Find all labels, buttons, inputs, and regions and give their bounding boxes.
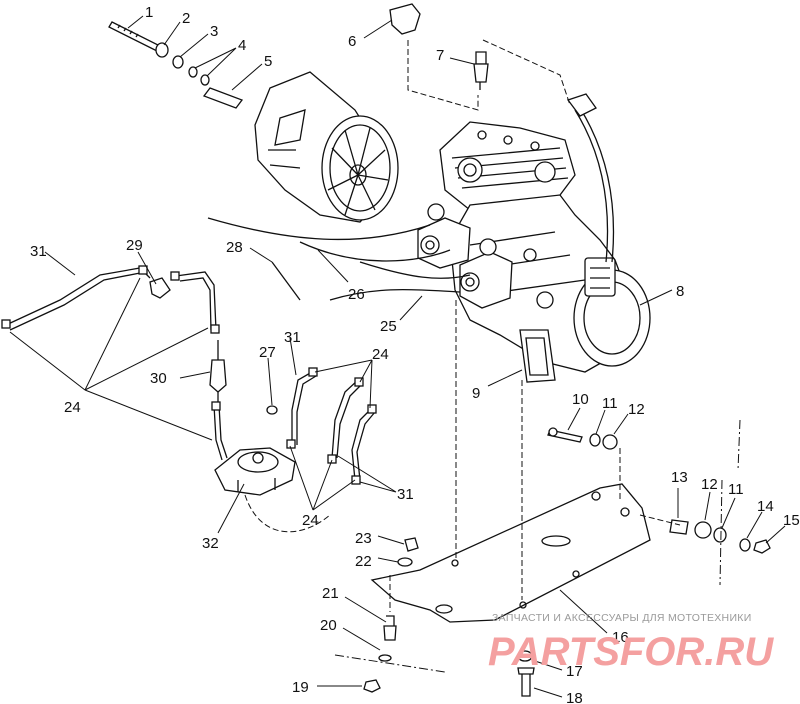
exhaust-flange [519, 329, 556, 383]
callout-2: 2 [182, 10, 190, 27]
callout-10: 10 [572, 391, 589, 408]
callout-3: 3 [210, 23, 218, 40]
cable-rod [271, 261, 301, 301]
callout-5: 5 [264, 53, 272, 70]
callout-30: 30 [150, 370, 167, 387]
callout-24-left: 24 [64, 399, 81, 416]
callout-17: 17 [566, 663, 583, 680]
leader-lines [9, 15, 786, 698]
callout-29: 29 [126, 237, 143, 254]
fuel-filter [209, 340, 227, 405]
callout-8: 8 [676, 283, 684, 300]
callout-18: 18 [566, 690, 583, 704]
callout-14: 14 [757, 498, 774, 515]
callout-12-lower: 12 [701, 476, 718, 493]
callout-19: 19 [292, 679, 309, 696]
clutch-bolt-hardware [108, 21, 244, 109]
callout-11-upper: 11 [602, 395, 618, 412]
drive-clutch [254, 71, 399, 223]
callout-24-lower: 24 [302, 512, 319, 529]
callout-16: 16 [612, 629, 629, 646]
callout-20: 20 [320, 617, 337, 634]
alignment-lines [244, 39, 741, 673]
callout-25: 25 [380, 318, 397, 335]
throttle-cables [207, 217, 471, 301]
lower-fasteners [363, 537, 535, 697]
callout-27: 27 [259, 344, 276, 361]
mount-hardware-right [547, 427, 618, 450]
skid-plate [370, 483, 651, 623]
callout-1: 1 [145, 4, 153, 21]
callout-21: 21 [322, 585, 339, 602]
callout-28: 28 [226, 239, 243, 256]
callout-15: 15 [783, 512, 800, 529]
plug-cap-and-spark-plug [389, 3, 597, 117]
fuel-lines [1, 265, 377, 485]
callout-26: 26 [348, 286, 365, 303]
callout-31-middle: 31 [284, 329, 301, 346]
engine-assembly [439, 107, 651, 373]
callout-7: 7 [436, 47, 444, 64]
watermark: ЗАПЧАСТИ И АКСЕССУАРЫ ДЛЯ МОТОТЕХНИКИ PA… [488, 612, 774, 674]
callout-12-upper: 12 [628, 401, 645, 418]
callout-22: 22 [355, 553, 372, 570]
callout-32: 32 [202, 535, 219, 552]
callout-labels: 1 2 3 4 5 6 7 8 9 10 11 12 13 12 11 14 1… [30, 4, 800, 704]
fuel-tee [149, 277, 171, 299]
watermark-logo: PARTSFOR.RU [488, 630, 774, 674]
callout-31-left: 31 [30, 243, 47, 260]
fuel-pump [214, 447, 296, 496]
mount-hardware-far-right [669, 519, 771, 554]
callout-23: 23 [355, 530, 372, 547]
callout-11-lower: 11 [728, 481, 744, 498]
callout-9: 9 [472, 385, 480, 402]
callout-13: 13 [671, 469, 688, 486]
callout-31-right: 31 [397, 486, 414, 503]
callout-6: 6 [348, 33, 356, 50]
callout-4: 4 [238, 37, 246, 54]
callout-24-upper: 24 [372, 346, 389, 363]
watermark-tagline: ЗАПЧАСТИ И АКСЕССУАРЫ ДЛЯ МОТОТЕХНИКИ [492, 612, 752, 624]
